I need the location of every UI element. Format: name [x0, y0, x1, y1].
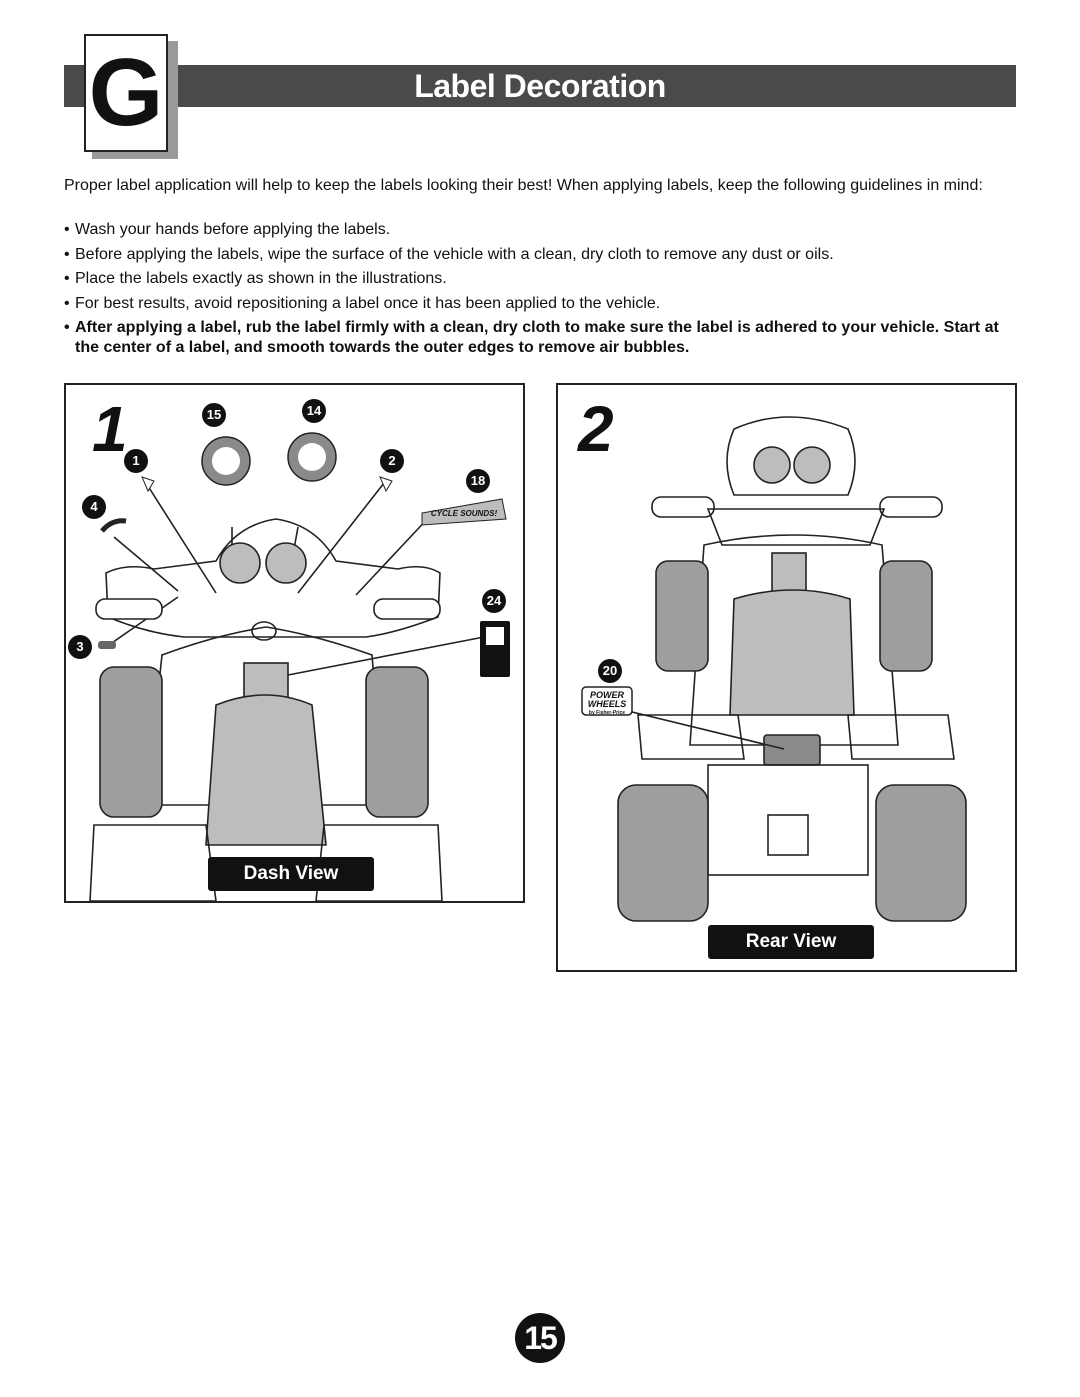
svg-text:15: 15 [207, 407, 221, 422]
guideline-item: For best results, avoid repositioning a … [64, 294, 1024, 314]
section-title-bar: Label Decoration [64, 65, 1016, 107]
label-4-art [100, 518, 127, 533]
page-number: 15 [515, 1313, 565, 1363]
guideline-list: Wash your hands before applying the labe… [64, 220, 1024, 363]
svg-text:2: 2 [388, 453, 395, 468]
step-number: 1 [92, 393, 128, 465]
dash-view-illustration: CYCLE SOUNDS! 15 14 1 2 18 4 [68, 399, 510, 901]
callout-4: 4 [82, 495, 106, 519]
section-letter: G [84, 34, 168, 152]
label-3-art [98, 641, 116, 649]
rear-view-label: Rear View [708, 925, 874, 959]
svg-text:14: 14 [307, 403, 322, 418]
rear-view-illustration: POWER WHEELS by Fisher-Price 20 [581, 416, 967, 922]
callout-3: 3 [68, 635, 92, 659]
figure-rear-view: 2 [556, 383, 1017, 972]
svg-text:18: 18 [471, 473, 485, 488]
callout-14: 14 [302, 399, 326, 423]
callout-2: 2 [380, 449, 404, 473]
logo-line1: POWER [590, 690, 625, 700]
logo-line2: WHEELS [588, 699, 627, 709]
guideline-item-emphasis: After applying a label, rub the label fi… [64, 318, 1024, 358]
svg-text:3: 3 [76, 639, 83, 654]
guideline-item: Before applying the labels, wipe the sur… [64, 245, 1024, 265]
svg-text:4: 4 [90, 499, 98, 514]
cycle-sounds-label-text: CYCLE SOUNDS! [431, 509, 498, 518]
svg-text:20: 20 [603, 663, 617, 678]
figure-dash-view: 1 [64, 383, 525, 903]
guideline-item: Wash your hands before applying the labe… [64, 220, 1024, 240]
callout-1: 1 [124, 449, 148, 473]
guideline-item: Place the labels exactly as shown in the… [64, 269, 1024, 289]
svg-text:24: 24 [487, 593, 502, 608]
power-wheels-logo-art: POWER WHEELS by Fisher-Price [581, 686, 633, 716]
svg-text:1: 1 [132, 453, 139, 468]
callout-20: 20 [598, 659, 622, 683]
logo-line3: by Fisher-Price [589, 710, 625, 716]
callout-18: 18 [466, 469, 490, 493]
callout-24: 24 [482, 589, 506, 613]
section-title: Label Decoration [414, 68, 666, 104]
label-18-art: CYCLE SOUNDS! [421, 498, 507, 526]
label-2-art [379, 476, 393, 493]
step-number: 2 [578, 393, 614, 465]
intro-paragraph: Proper label application will help to ke… [64, 177, 983, 194]
callout-15: 15 [202, 403, 226, 427]
dash-view-label: Dash View [208, 857, 374, 891]
label-1-art [141, 476, 155, 493]
